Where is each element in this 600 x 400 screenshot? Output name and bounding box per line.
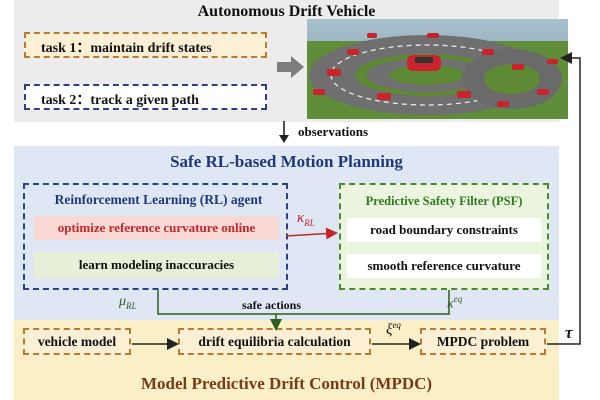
kappa-eq-arrow <box>276 290 450 315</box>
xi-eq-label: ξeq <box>386 320 401 339</box>
task2-box: task 2：track a given path <box>24 84 267 110</box>
psf-title: Predictive Safety Filter (PSF) <box>365 194 523 208</box>
tau-label: τ <box>565 323 573 342</box>
drift-track-scene <box>307 19 568 119</box>
psf-smooth-curvature: smooth reference curvature <box>347 254 541 278</box>
xi-eq-symbol: ξ <box>386 322 393 338</box>
rl-agent-title: Reinforcement Learning (RL) agent <box>54 192 263 207</box>
mpdc-panel-title: Model Predictive Drift Control (MPDC) <box>140 374 433 393</box>
observations-label: observations <box>298 124 369 139</box>
vehicle-panel: Autonomous Drift Vehicle task 1：maintain… <box>14 0 568 122</box>
kappa-eq-label: κeq <box>447 294 462 313</box>
mu-rl-arrow <box>157 290 282 331</box>
safe-rl-panel-title: Safe RL-based Motion Planning <box>170 152 403 171</box>
observations-arrow <box>279 121 289 143</box>
kappa-eq-sup: eq <box>453 294 463 304</box>
task-to-scene-arrow <box>277 56 304 78</box>
kappa-rl-sub: RL <box>304 218 315 228</box>
safe-actions-label: safe actions <box>242 298 301 312</box>
psf-road-boundary: road boundary constraints <box>347 218 541 242</box>
kappa-rl-label: κRL <box>297 210 315 228</box>
mu-rl-label: μRL <box>119 294 137 311</box>
tau-feedback-arrow <box>547 52 581 345</box>
task1-box: task 1：maintain drift states <box>24 32 267 58</box>
mpdc-problem-box: MPDC problem <box>420 328 546 355</box>
mu-rl-sub: RL <box>126 300 137 311</box>
rl-learn-inaccuracies: learn modeling inaccuracies <box>34 252 279 278</box>
xi-eq-sup: eq <box>392 320 401 330</box>
kappa-rl-symbol: κ <box>297 210 305 226</box>
drift-equilibria-box: drift equilibria calculation <box>178 328 371 355</box>
safe-rl-panel: Safe RL-based Motion Planning Reinforcem… <box>14 146 559 324</box>
kappa-eq-symbol: κ <box>447 296 454 312</box>
kappa-rl-arrow <box>285 227 338 240</box>
rl-optimize-curvature: optimize reference curvature online <box>34 216 279 240</box>
mu-rl-symbol: μ <box>119 294 127 309</box>
mpdc-panel: vehicle model drift equilibria calculati… <box>14 320 559 400</box>
vehicle-panel-title: Autonomous Drift Vehicle <box>197 3 376 20</box>
vehicle-model-box: vehicle model <box>23 328 131 355</box>
